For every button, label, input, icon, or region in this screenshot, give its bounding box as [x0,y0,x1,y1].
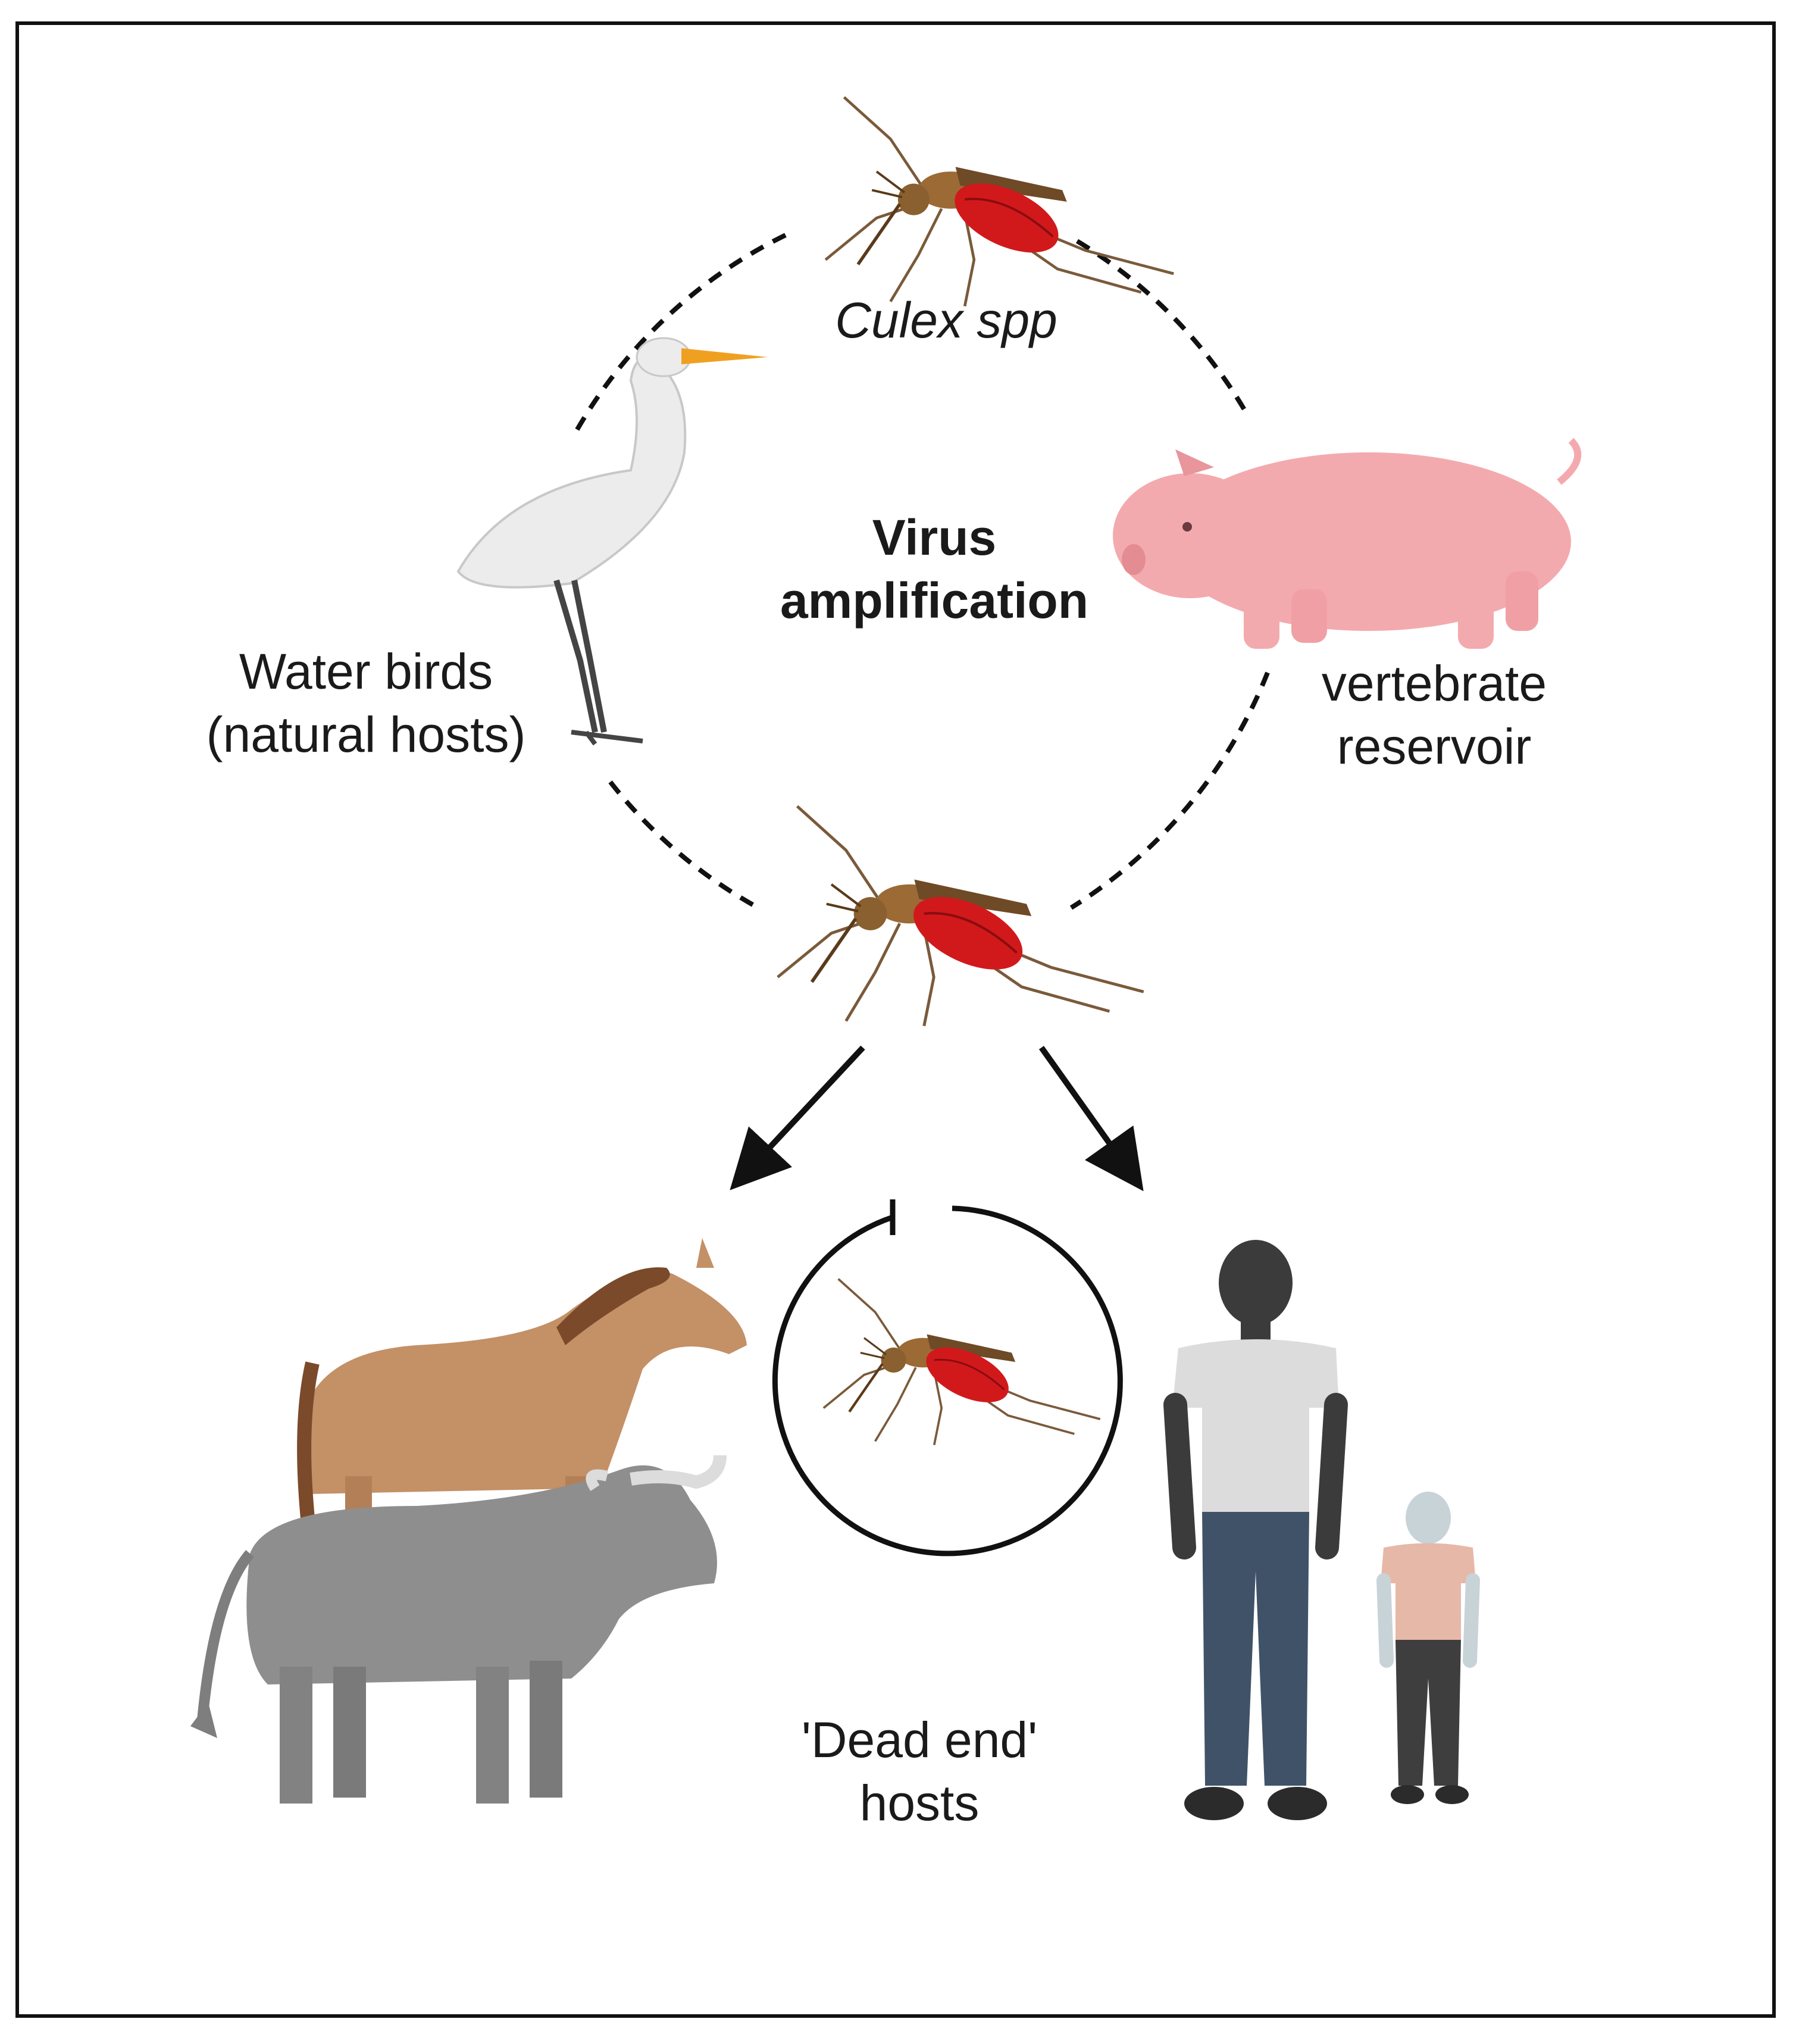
birds-label: Water birds (natural hosts) [161,640,571,766]
child-icon [1376,1492,1480,1804]
man-icon [1163,1240,1348,1820]
vector-species-text: Culex spp [835,292,1057,348]
dead-end-label-line2: hosts [859,1775,980,1831]
cycle-arc-top-right [1075,239,1249,415]
birds-label-line2: (natural hosts) [206,707,526,762]
dead-end-label: 'Dead end' hosts [765,1708,1074,1834]
inhibition-arc [772,1205,1123,1557]
mosquito-icon [824,1279,1100,1445]
center-title: Virus amplification [729,506,1140,632]
vector-label: Culex spp [812,289,1080,352]
arrow-to-animals [730,1045,865,1190]
dead-end-inhibition-circle [772,1199,1123,1557]
arrow-to-humans [1038,1046,1144,1192]
egret-icon [456,337,768,746]
reservoir-label-line2: reservoir [1337,718,1532,774]
birds-label-line1: Water birds [239,643,493,699]
mosquito-icon [825,97,1174,306]
dead-end-label-line1: 'Dead end' [801,1712,1038,1768]
cycle-arc-bottom-left [602,772,754,907]
pig-icon [1113,437,1582,649]
reservoir-label-line1: vertebrate [1321,655,1547,711]
amplification-cycle-dashes [574,233,1270,910]
transmission-arrows [730,1045,1144,1192]
center-title-line2: amplification [780,573,1089,629]
reservoir-label: vertebrate reservoir [1279,652,1589,778]
bull-icon [190,1455,727,1804]
mosquito-icon [778,807,1144,1026]
center-title-line1: Virus [872,510,997,565]
cycle-arc-top-left [574,233,787,433]
cycle-arc-bottom-right [1069,671,1270,910]
